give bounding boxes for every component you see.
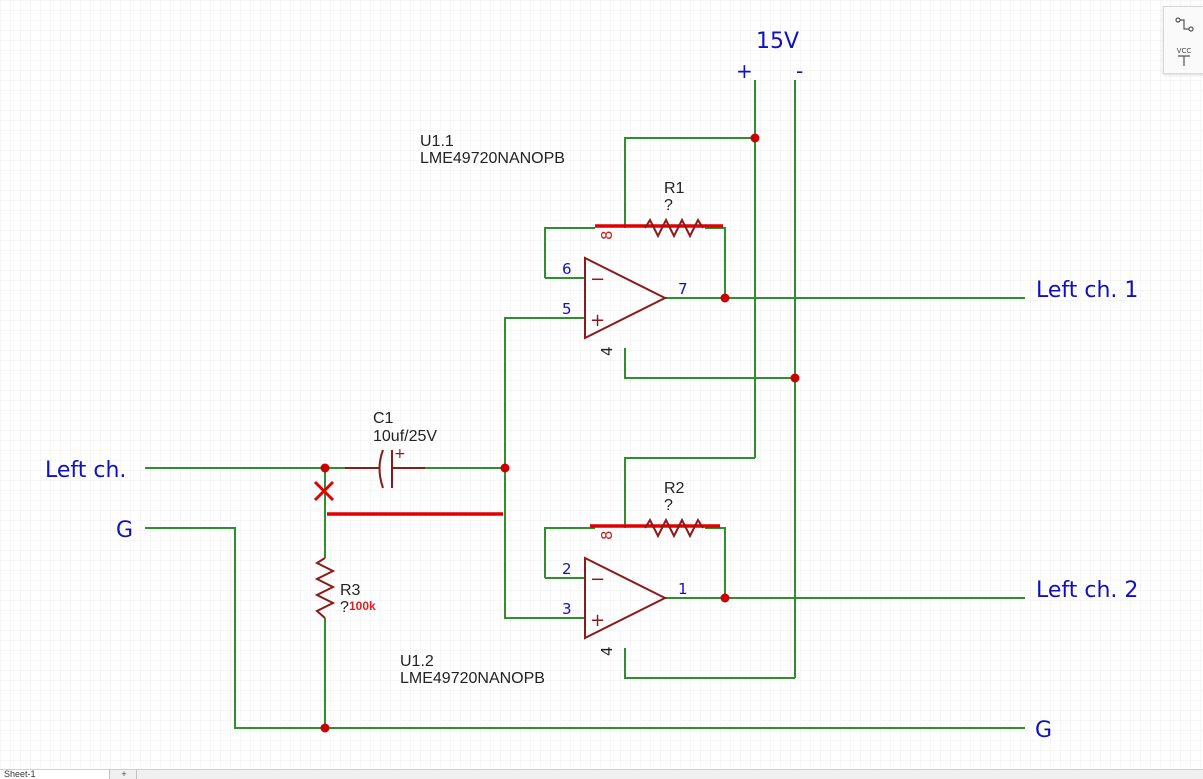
junctions	[320, 133, 800, 733]
supply-label: 15V	[756, 29, 799, 54]
wire-ground[interactable]	[145, 527, 1025, 729]
u11-pin-vminus: 4	[598, 346, 616, 356]
u12-plus-sign: +	[590, 610, 605, 631]
r3-annotation: 100k	[349, 599, 376, 613]
junction-dot	[320, 463, 330, 473]
c1-plate-curved-icon	[378, 449, 384, 489]
wire-u11-fb-right[interactable]	[705, 227, 726, 298]
junction-dot	[750, 133, 760, 143]
junction-dot	[500, 463, 510, 473]
supply-plus: +	[736, 59, 753, 83]
opamp-triangle-icon	[584, 556, 668, 640]
wire-u12-fb-left[interactable]	[544, 527, 595, 578]
opamp-triangle-icon	[584, 256, 668, 340]
u12-pin-noninv: 3	[562, 600, 572, 618]
u11-pin-vplus: 8	[598, 230, 616, 240]
net-label-input[interactable]: Left ch.	[45, 458, 126, 483]
u12-part: LME49720NANOPB	[400, 670, 545, 687]
junction-dot	[790, 373, 800, 383]
wire-u12-vminus[interactable]	[624, 648, 795, 679]
c1-polarity: +	[394, 446, 406, 462]
u11-part: LME49720NANOPB	[420, 150, 565, 167]
u12-pin-inv: 2	[562, 560, 572, 578]
r3-value: ?	[340, 599, 349, 616]
opamp-u1-1[interactable]: − + 6 5 7 8 4	[562, 230, 688, 356]
capacitor-c1[interactable]: +	[345, 446, 425, 489]
u12-minus-sign: −	[590, 569, 605, 590]
opamp-u1-2[interactable]: − + 2 3 1 8 4	[562, 530, 688, 656]
toolbox: VCC	[1163, 6, 1203, 74]
u12-pin-vminus: 4	[598, 646, 616, 656]
vcc-tool-icon: VCC	[1177, 47, 1192, 66]
r2-value: ?	[664, 497, 673, 514]
net-label-output2[interactable]: Left ch. 2	[1036, 578, 1138, 603]
wire-u11-vminus[interactable]	[624, 348, 795, 379]
r1-value: ?	[664, 197, 673, 214]
r2-designator: R2	[664, 480, 685, 497]
add-sheet-button[interactable]: +	[112, 770, 137, 779]
wires	[145, 80, 1025, 729]
resistor-r3-icon[interactable]	[314, 557, 336, 619]
u12-pin-vplus: 8	[598, 530, 616, 540]
wire-u11-fb-left[interactable]	[544, 227, 595, 278]
sheet-tab-bar: Sheet-1 +	[0, 769, 1203, 779]
resistor-r2-icon[interactable]	[644, 517, 704, 539]
wire-tool-icon	[1175, 17, 1194, 32]
u11-designator: U1.1	[420, 133, 454, 150]
c1-value: 10uf/25V	[373, 428, 437, 445]
u11-pin-noninv: 5	[562, 300, 572, 318]
tab-sheet-1[interactable]: Sheet-1	[0, 770, 110, 779]
wire-u11-vplus[interactable]	[624, 137, 755, 228]
u11-pin-out: 7	[678, 280, 688, 298]
junction-dot	[720, 293, 730, 303]
u11-plus-sign: +	[590, 310, 605, 331]
wire-u12-vplus[interactable]	[624, 457, 755, 528]
u12-pin-out: 1	[678, 580, 688, 598]
supply-minus: -	[796, 59, 803, 83]
u12-designator: U1.2	[400, 653, 434, 670]
no-connect-marker-icon[interactable]	[313, 480, 335, 502]
u11-minus-sign: −	[590, 269, 605, 290]
net-label-ground-right[interactable]: G	[1035, 718, 1052, 743]
wire-u12-fb-right[interactable]	[705, 527, 726, 598]
junction-dot	[720, 593, 730, 603]
junction-dot	[320, 723, 330, 733]
vcc-tool-button[interactable]: VCC	[1164, 41, 1203, 71]
resistor-r1-icon[interactable]	[644, 217, 704, 239]
vcc-tool-label: VCC	[1177, 47, 1192, 55]
r1-designator: R1	[664, 180, 685, 197]
wire-tool-button[interactable]	[1164, 10, 1203, 40]
r3-designator: R3	[340, 582, 361, 599]
net-label-output1[interactable]: Left ch. 1	[1036, 278, 1138, 303]
c1-designator: C1	[373, 410, 394, 427]
net-label-ground-left[interactable]: G	[116, 518, 133, 543]
u11-pin-inv: 6	[562, 260, 572, 278]
